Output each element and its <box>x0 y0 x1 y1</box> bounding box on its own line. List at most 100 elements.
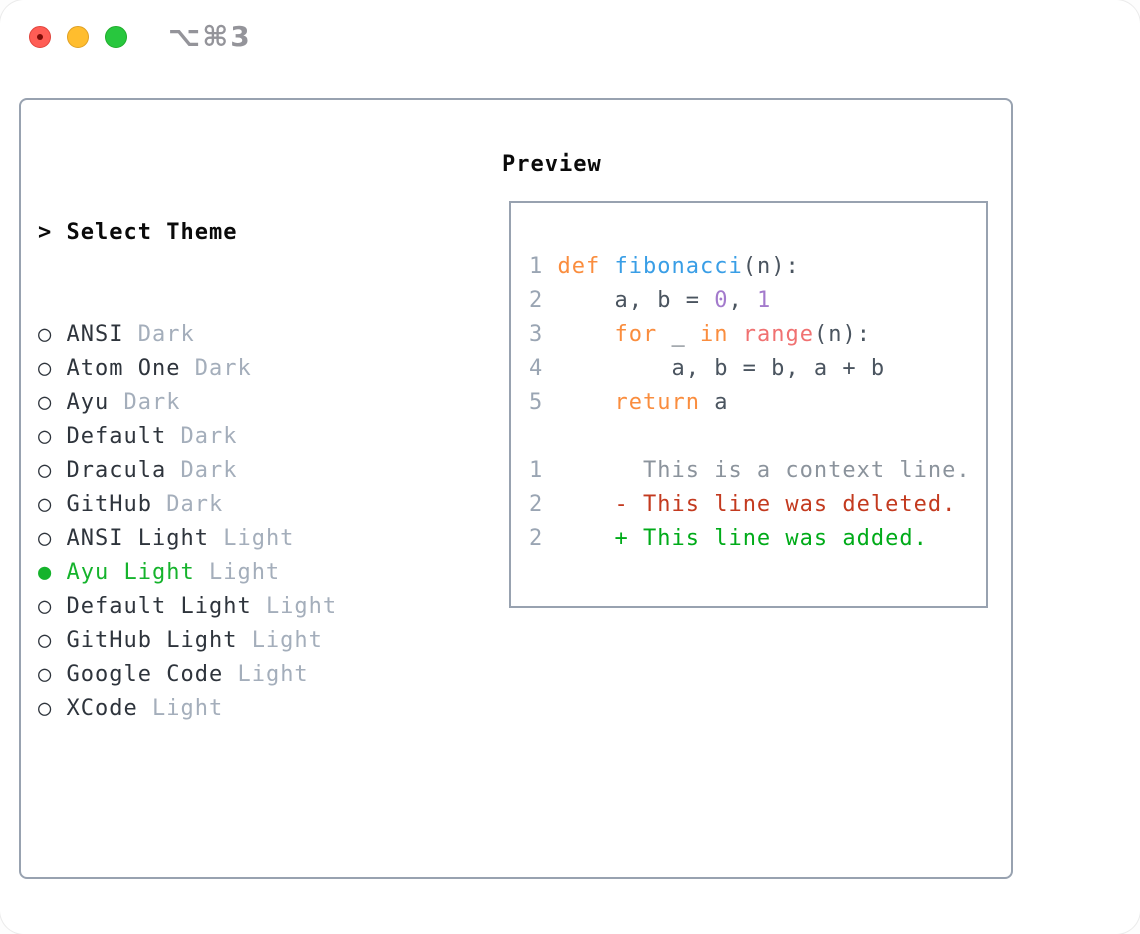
code-segment: 5 <box>529 390 558 415</box>
theme-option-dracula-dark[interactable]: ○ Dracula Dark <box>38 454 437 488</box>
theme-variant: Dark <box>137 322 195 347</box>
code-line: 3 for _ in range(n): <box>529 318 971 352</box>
code-segment: 2 <box>529 288 558 313</box>
code-segment: 1 <box>756 288 772 313</box>
theme-option-github-light-light[interactable]: ○ GitHub Light Light <box>38 624 437 658</box>
code-segment: This is a context line. <box>557 458 971 483</box>
theme-variant: Light <box>151 696 224 721</box>
code-segment <box>558 526 615 551</box>
radio-icon: ○ <box>38 356 67 381</box>
theme-variant: Dark <box>123 390 181 415</box>
radio-icon: ○ <box>38 526 67 551</box>
theme-option-google-code-light[interactable]: ○ Google Code Light <box>38 658 437 692</box>
theme-variant: Dark <box>180 424 238 449</box>
code-segment: in <box>699 322 743 347</box>
theme-option-xcode-light[interactable]: ○ XCode Light <box>38 692 437 726</box>
theme-name: Google Code <box>66 662 238 687</box>
theme-list: ○ ANSI Dark○ Atom One Dark○ Ayu Dark○ De… <box>38 318 437 726</box>
code-segment: + This line was added. <box>614 526 928 551</box>
theme-variant: Light <box>223 526 295 551</box>
theme-variant: Dark <box>194 356 252 381</box>
code-line <box>529 420 971 454</box>
code-segment: 1 <box>529 254 558 279</box>
code-line: 2 a, b = 0, 1 <box>529 284 971 318</box>
theme-option-default-light-light[interactable]: ○ Default Light Light <box>38 590 437 624</box>
theme-name: Ayu <box>66 390 124 415</box>
radio-icon: ○ <box>38 458 67 483</box>
code-segment: (n): <box>742 254 800 279</box>
theme-name: ANSI Light <box>66 526 224 551</box>
code-segment: 1 <box>529 458 558 483</box>
code-segment: a, b = b, a + b <box>557 356 886 381</box>
preview-heading: Preview <box>502 152 602 177</box>
radio-icon: ○ <box>38 492 67 517</box>
theme-option-ayu-light-light[interactable]: ● Ayu Light Light <box>38 556 437 590</box>
code-segment <box>558 492 615 517</box>
theme-name: Ayu Light <box>66 560 209 585</box>
theme-name: XCode <box>66 696 152 721</box>
code-line: 5 return a <box>529 386 971 420</box>
code-line: 4 a, b = b, a + b <box>529 352 971 386</box>
radio-icon: ○ <box>38 390 67 415</box>
code-segment: (n): <box>813 322 871 347</box>
code-segment: _ <box>671 322 700 347</box>
code-segment: for <box>614 322 672 347</box>
minimize-button[interactable] <box>67 26 89 48</box>
theme-name: GitHub <box>66 492 167 517</box>
theme-variant: Dark <box>180 458 238 483</box>
theme-option-ansi-light-light[interactable]: ○ ANSI Light Light <box>38 522 437 556</box>
theme-variant: Light <box>208 560 281 585</box>
theme-variant: Light <box>265 594 338 619</box>
selection-caret-icon: > <box>38 220 67 245</box>
theme-option-default-dark[interactable]: ○ Default Dark <box>38 420 437 454</box>
theme-name: Atom One <box>66 356 195 381</box>
radio-icon: ○ <box>38 628 67 653</box>
code-line: 2 + This line was added. <box>529 522 971 556</box>
theme-list-title: Select Theme <box>66 220 238 245</box>
radio-icon: ○ <box>38 696 67 721</box>
theme-variant: Light <box>237 662 309 687</box>
titlebar: ⌥⌘3 <box>0 0 1140 75</box>
apply-section-header: Apply To <box>38 930 437 934</box>
theme-option-ansi-dark[interactable]: ○ ANSI Dark <box>38 318 437 352</box>
theme-name: Default Light <box>66 594 266 619</box>
radio-icon: ○ <box>38 594 67 619</box>
radio-icon: ○ <box>38 322 67 347</box>
code-segment: 4 <box>529 356 558 381</box>
theme-option-atom-one-dark[interactable]: ○ Atom One Dark <box>38 352 437 386</box>
theme-option-github-dark[interactable]: ○ GitHub Dark <box>38 488 437 522</box>
theme-name: GitHub Light <box>66 628 252 653</box>
code-segment: a <box>714 390 729 415</box>
code-segment <box>558 390 615 415</box>
code-segment <box>558 322 615 347</box>
code-segment: 0 <box>714 288 729 313</box>
spacer <box>38 794 437 862</box>
code-segment: fibonacci <box>614 254 743 279</box>
close-button[interactable] <box>29 26 51 48</box>
code-segment: 3 <box>529 322 558 347</box>
code-segment: - This line was deleted. <box>614 492 957 517</box>
code-segment: a, b = <box>557 288 715 313</box>
theme-option-ayu-dark[interactable]: ○ Ayu Dark <box>38 386 437 420</box>
theme-variant: Dark <box>166 492 224 517</box>
theme-name: ANSI <box>66 322 138 347</box>
window-title: ⌥⌘3 <box>168 20 252 53</box>
code-segment: 2 <box>529 526 558 551</box>
code-segment: def <box>557 254 615 279</box>
code-line: 2 - This line was deleted. <box>529 488 971 522</box>
zoom-button[interactable] <box>105 26 127 48</box>
theme-name: Default <box>66 424 181 449</box>
theme-variant: Light <box>251 628 323 653</box>
code-segment: 2 <box>529 492 558 517</box>
code-segment: return <box>614 390 715 415</box>
code-line: 1 This is a context line. <box>529 454 971 488</box>
code-segment: , <box>728 288 757 313</box>
code-segment: range <box>742 322 814 347</box>
radio-icon: ○ <box>38 424 67 449</box>
left-column: > Select Theme ○ ANSI Dark○ Atom One Dar… <box>38 148 437 934</box>
radio-selected-icon: ● <box>38 560 67 585</box>
radio-icon: ○ <box>38 662 67 687</box>
